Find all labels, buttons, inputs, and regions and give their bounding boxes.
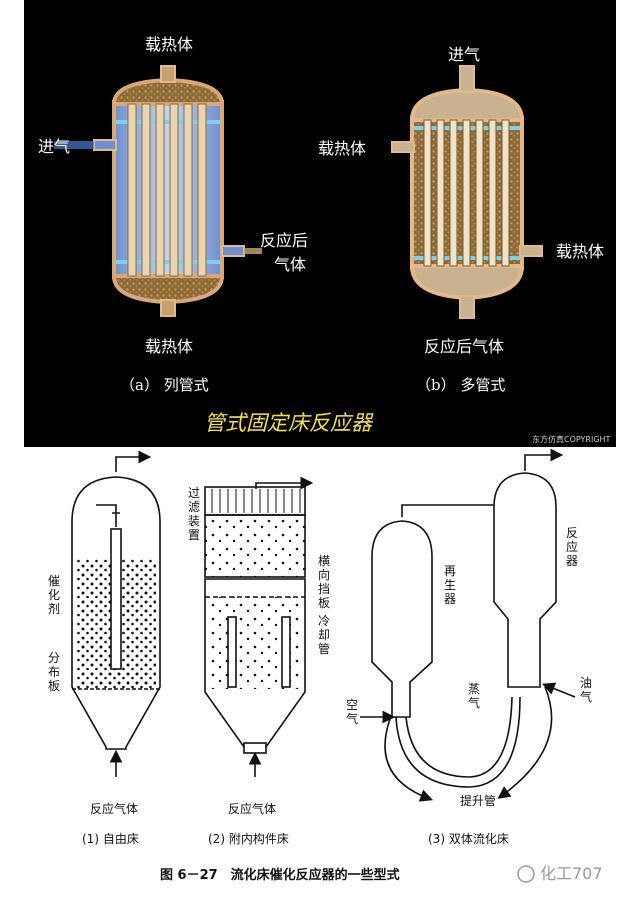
label-catalyst-2: 化 [48, 588, 60, 602]
label-catalyst-3: 剂 [48, 601, 60, 616]
label-catalyst-1: 催 [48, 574, 60, 588]
reactor-a-tubular [54, 65, 262, 317]
label-reactor-2: 应 [566, 539, 578, 554]
label-riser: 提升管 [460, 793, 496, 808]
label-b-heat-left: 载热体 [318, 139, 366, 158]
reactor-1-free-bed [71, 450, 161, 777]
label-b-outlet: 反应后气体 [424, 337, 504, 356]
label-filter-4: 置 [188, 528, 200, 542]
label-steam-1: 蒸 [468, 682, 480, 696]
label-baffle-3: 挡 [318, 582, 330, 596]
reactor-2-internals-bed [204, 476, 314, 777]
label-baffle-4: 板 [318, 596, 330, 610]
label-regen-1: 再 [444, 564, 456, 578]
label-regen-2: 生 [444, 578, 456, 592]
figure-caption: 图 6－27 流化床催化反应器的一些型式 [160, 867, 400, 883]
label-cooling-1: 冷 [318, 614, 330, 628]
label-oil-1: 油 [580, 676, 592, 690]
label-distributor-1: 分 [48, 651, 60, 665]
caption-b: （b） 多管式 [416, 376, 505, 394]
panel-title: 管式固定床反应器 [204, 411, 374, 435]
label-a-heat-bottom: 载热体 [145, 337, 193, 356]
label-filter-3: 装 [188, 514, 200, 528]
wechat-icon [517, 865, 535, 883]
label-b-heat-right: 载热体 [556, 242, 604, 261]
label-a-outlet: 反应后 [260, 231, 308, 250]
label-air-2: 气 [346, 711, 358, 726]
label-baffle-2: 向 [318, 567, 330, 582]
label-baffle-1: 横 [318, 554, 330, 568]
label-a-heat-top: 载热体 [145, 35, 193, 54]
tubular-reactor-illustration: 载热体 进气 反应后 气体 载热体 （a） 列管式 进气 载热体 载热体 反应后… [38, 35, 611, 444]
label-reactor-3: 器 [566, 554, 578, 568]
label-a-inlet: 进气 [38, 137, 70, 156]
caption-a: （a） 列管式 [120, 376, 209, 394]
label-gas-in-2: 反应气体 [228, 801, 276, 816]
caption-3: (3) 双体流化床 [428, 832, 509, 846]
label-reactor-1: 反 [566, 526, 578, 540]
fluidized-bed-diagram: 催 化 剂 分 布 板 反应气体 (1) 自由床 过 滤 装 置 横 [48, 448, 603, 883]
label-oil-2: 气 [580, 689, 592, 704]
label-filter-2: 滤 [188, 500, 200, 514]
account-name: 化工707 [540, 864, 603, 883]
watermark: 东方仿真COPYRIGHT [532, 434, 611, 444]
reactor-b-multitube [391, 65, 543, 319]
caption-1: (1) 自由床 [82, 832, 139, 846]
label-cooling-2: 却 [318, 628, 330, 642]
label-distributor-3: 板 [48, 679, 60, 693]
label-regen-3: 器 [444, 592, 456, 606]
label-a-outlet-2: 气体 [274, 255, 306, 274]
reactor-3-dual-bed [360, 448, 576, 802]
label-distributor-2: 布 [48, 665, 60, 679]
label-filter-1: 过 [188, 486, 200, 500]
label-b-inlet: 进气 [448, 45, 480, 64]
label-air-1: 空 [346, 698, 358, 712]
tubular-reactor-panel: 载热体 进气 反应后 气体 载热体 （a） 列管式 进气 载热体 载热体 反应后… [24, 0, 616, 447]
caption-2: (2) 附内构件床 [208, 831, 289, 846]
label-cooling-3: 管 [318, 641, 330, 656]
label-gas-in-1: 反应气体 [90, 801, 138, 816]
label-steam-2: 气 [468, 695, 480, 710]
fluidized-bed-panel: 催 化 剂 分 布 板 反应气体 (1) 自由床 过 滤 装 置 横 [0, 447, 640, 905]
